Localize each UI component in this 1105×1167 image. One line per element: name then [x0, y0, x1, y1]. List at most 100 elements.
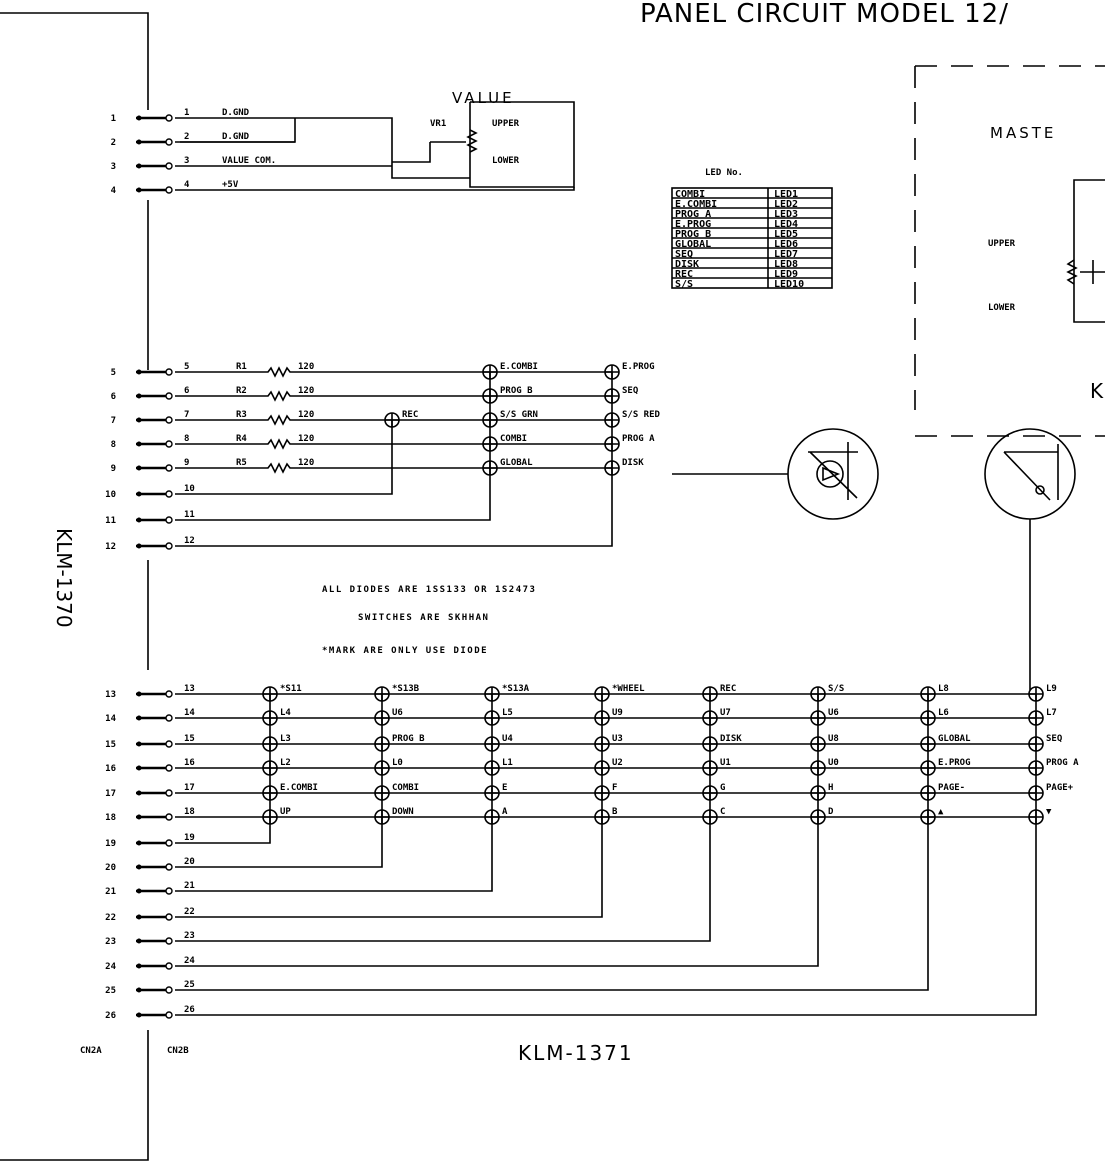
- master-inner-box: [1073, 179, 1105, 323]
- master-pot-symbol: [1066, 259, 1078, 285]
- switch-label: L0: [392, 758, 403, 768]
- switch-label: E: [502, 783, 507, 793]
- switch-label: H: [828, 783, 833, 793]
- led-pin-9-num-a: 9: [111, 464, 116, 474]
- switch-pin-18-num-a: 18: [105, 813, 116, 823]
- switch-label: L7: [1046, 708, 1057, 718]
- switch-label: PAGE+: [1046, 783, 1074, 793]
- switch-label: B: [612, 807, 618, 817]
- switch-pin-20-num-a: 20: [105, 863, 116, 873]
- value-box: [469, 101, 575, 188]
- led-pin-5-terminal: [165, 368, 173, 376]
- switch-label: U6: [392, 708, 403, 718]
- led-pin-resistor: R4: [236, 434, 247, 444]
- led-table-name: PROG B: [675, 229, 711, 240]
- led-pin-6-num-b: 6: [184, 386, 189, 396]
- switch-label: ▲: [938, 807, 944, 817]
- value-pin-2-num-b: 2: [184, 132, 189, 142]
- led-table-name: E.COMBI: [675, 199, 717, 210]
- led-col2-label: DISK: [622, 458, 644, 468]
- led-table-name: REC: [675, 269, 693, 280]
- led-pin-10-dot: [136, 491, 142, 497]
- led-table-name: COMBI: [675, 189, 705, 200]
- switch-legend-lines: [1003, 444, 1059, 501]
- switch-label: *S11: [280, 684, 302, 694]
- switch-label: S/S: [828, 684, 844, 694]
- switch-pin-24-dot: [136, 963, 142, 969]
- led-pin-12-num-b: 12: [184, 536, 195, 546]
- led-pin-7-num-a: 7: [111, 416, 116, 426]
- switch-pin-16-num-b: 16: [184, 758, 195, 768]
- led-table-led: LED4: [774, 219, 798, 230]
- led-pin-8-num-a: 8: [111, 440, 116, 450]
- led-pin-12-terminal: [165, 542, 173, 550]
- switch-label: E.PROG: [938, 758, 971, 768]
- diagram-title: PANEL CIRCUIT MODEL 12/: [640, 0, 1009, 29]
- switch-label: *WHEEL: [612, 684, 645, 694]
- switch-label: PROG A: [1046, 758, 1079, 768]
- switch-label: F: [612, 783, 617, 793]
- value-pin-4-num-a: 4: [111, 186, 117, 196]
- led-pin-7-num-b: 7: [184, 410, 189, 420]
- led-pin-9-terminal: [165, 464, 173, 472]
- switch-matrix: 1313141415151616171718181919202021212222…: [105, 684, 1079, 1021]
- led-pin-resistor: R3: [236, 410, 247, 420]
- switch-label: U8: [828, 734, 839, 744]
- switch-label: ▼: [1046, 807, 1052, 817]
- led-col1-label: S/S GRN: [500, 410, 538, 420]
- led-pin-11-dot: [136, 517, 142, 523]
- led-pin-ohms: 120: [298, 410, 314, 420]
- value-lower-label: LOWER: [492, 156, 520, 166]
- switch-pin-18-terminal: [165, 813, 173, 821]
- switch-column-wire: [175, 694, 603, 918]
- note-diode-mark: *MARK ARE ONLY USE DIODE: [322, 646, 488, 656]
- master-lower-label: LOWER: [988, 303, 1016, 313]
- switch-pin-24-num-b: 24: [184, 956, 195, 966]
- switch-pin-13-num-a: 13: [105, 690, 116, 700]
- led-table-led: LED1: [774, 189, 798, 200]
- value-pin-3-num-b: 3: [184, 156, 189, 166]
- switch-label: L1: [502, 758, 513, 768]
- value-pin-signal: D.GND: [222, 108, 250, 118]
- switch-label: COMBI: [392, 783, 419, 793]
- led-pin-ohms: 120: [298, 434, 314, 444]
- switch-pin-18-num-b: 18: [184, 807, 195, 817]
- switch-pin-26-num-b: 26: [184, 1005, 195, 1015]
- switch-label: PROG B: [392, 734, 425, 744]
- switch-pin-19-num-b: 19: [184, 833, 195, 843]
- switch-pin-17-num-a: 17: [105, 789, 116, 799]
- switch-label: U6: [828, 708, 839, 718]
- switch-pin-18-dot: [136, 814, 142, 820]
- switch-label: U7: [720, 708, 731, 718]
- switch-pin-14-terminal: [165, 714, 173, 722]
- led-legend-arrow: [822, 466, 841, 482]
- value-pin-signal: D.GND: [222, 132, 250, 142]
- switch-pin-20-num-b: 20: [184, 857, 195, 867]
- switch-pin-21-num-a: 21: [105, 887, 116, 897]
- value-pin-1-num-b: 1: [184, 108, 189, 118]
- switch-label: *S13A: [502, 684, 530, 694]
- led-pin-12-dot: [136, 543, 142, 549]
- switch-label: L8: [938, 684, 949, 694]
- board-left-label: KLM-1370: [52, 528, 76, 628]
- led-table-led: LED8: [774, 259, 798, 270]
- led-pin-wire: [175, 366, 612, 378]
- connector-a-label: CN2A: [80, 1046, 102, 1056]
- led-pin-12-num-a: 12: [105, 542, 116, 552]
- led-pin-9-num-b: 9: [184, 458, 189, 468]
- led-col1-label: E.COMBI: [500, 362, 538, 372]
- wiper-wire: [392, 141, 466, 163]
- switch-pin-25-num-b: 25: [184, 980, 195, 990]
- led-col2-label: SEQ: [622, 386, 639, 396]
- led-pin-8-dot: [136, 441, 142, 447]
- note-diodes: ALL DIODES ARE 1SS133 OR 1S2473: [322, 585, 536, 595]
- led-table-name: PROG A: [675, 209, 711, 220]
- switch-pin-22-num-a: 22: [105, 913, 116, 923]
- switch-pin-17-dot: [136, 790, 142, 796]
- led-col2-label: E.PROG: [622, 362, 655, 372]
- led-pin-resistor: R5: [236, 458, 247, 468]
